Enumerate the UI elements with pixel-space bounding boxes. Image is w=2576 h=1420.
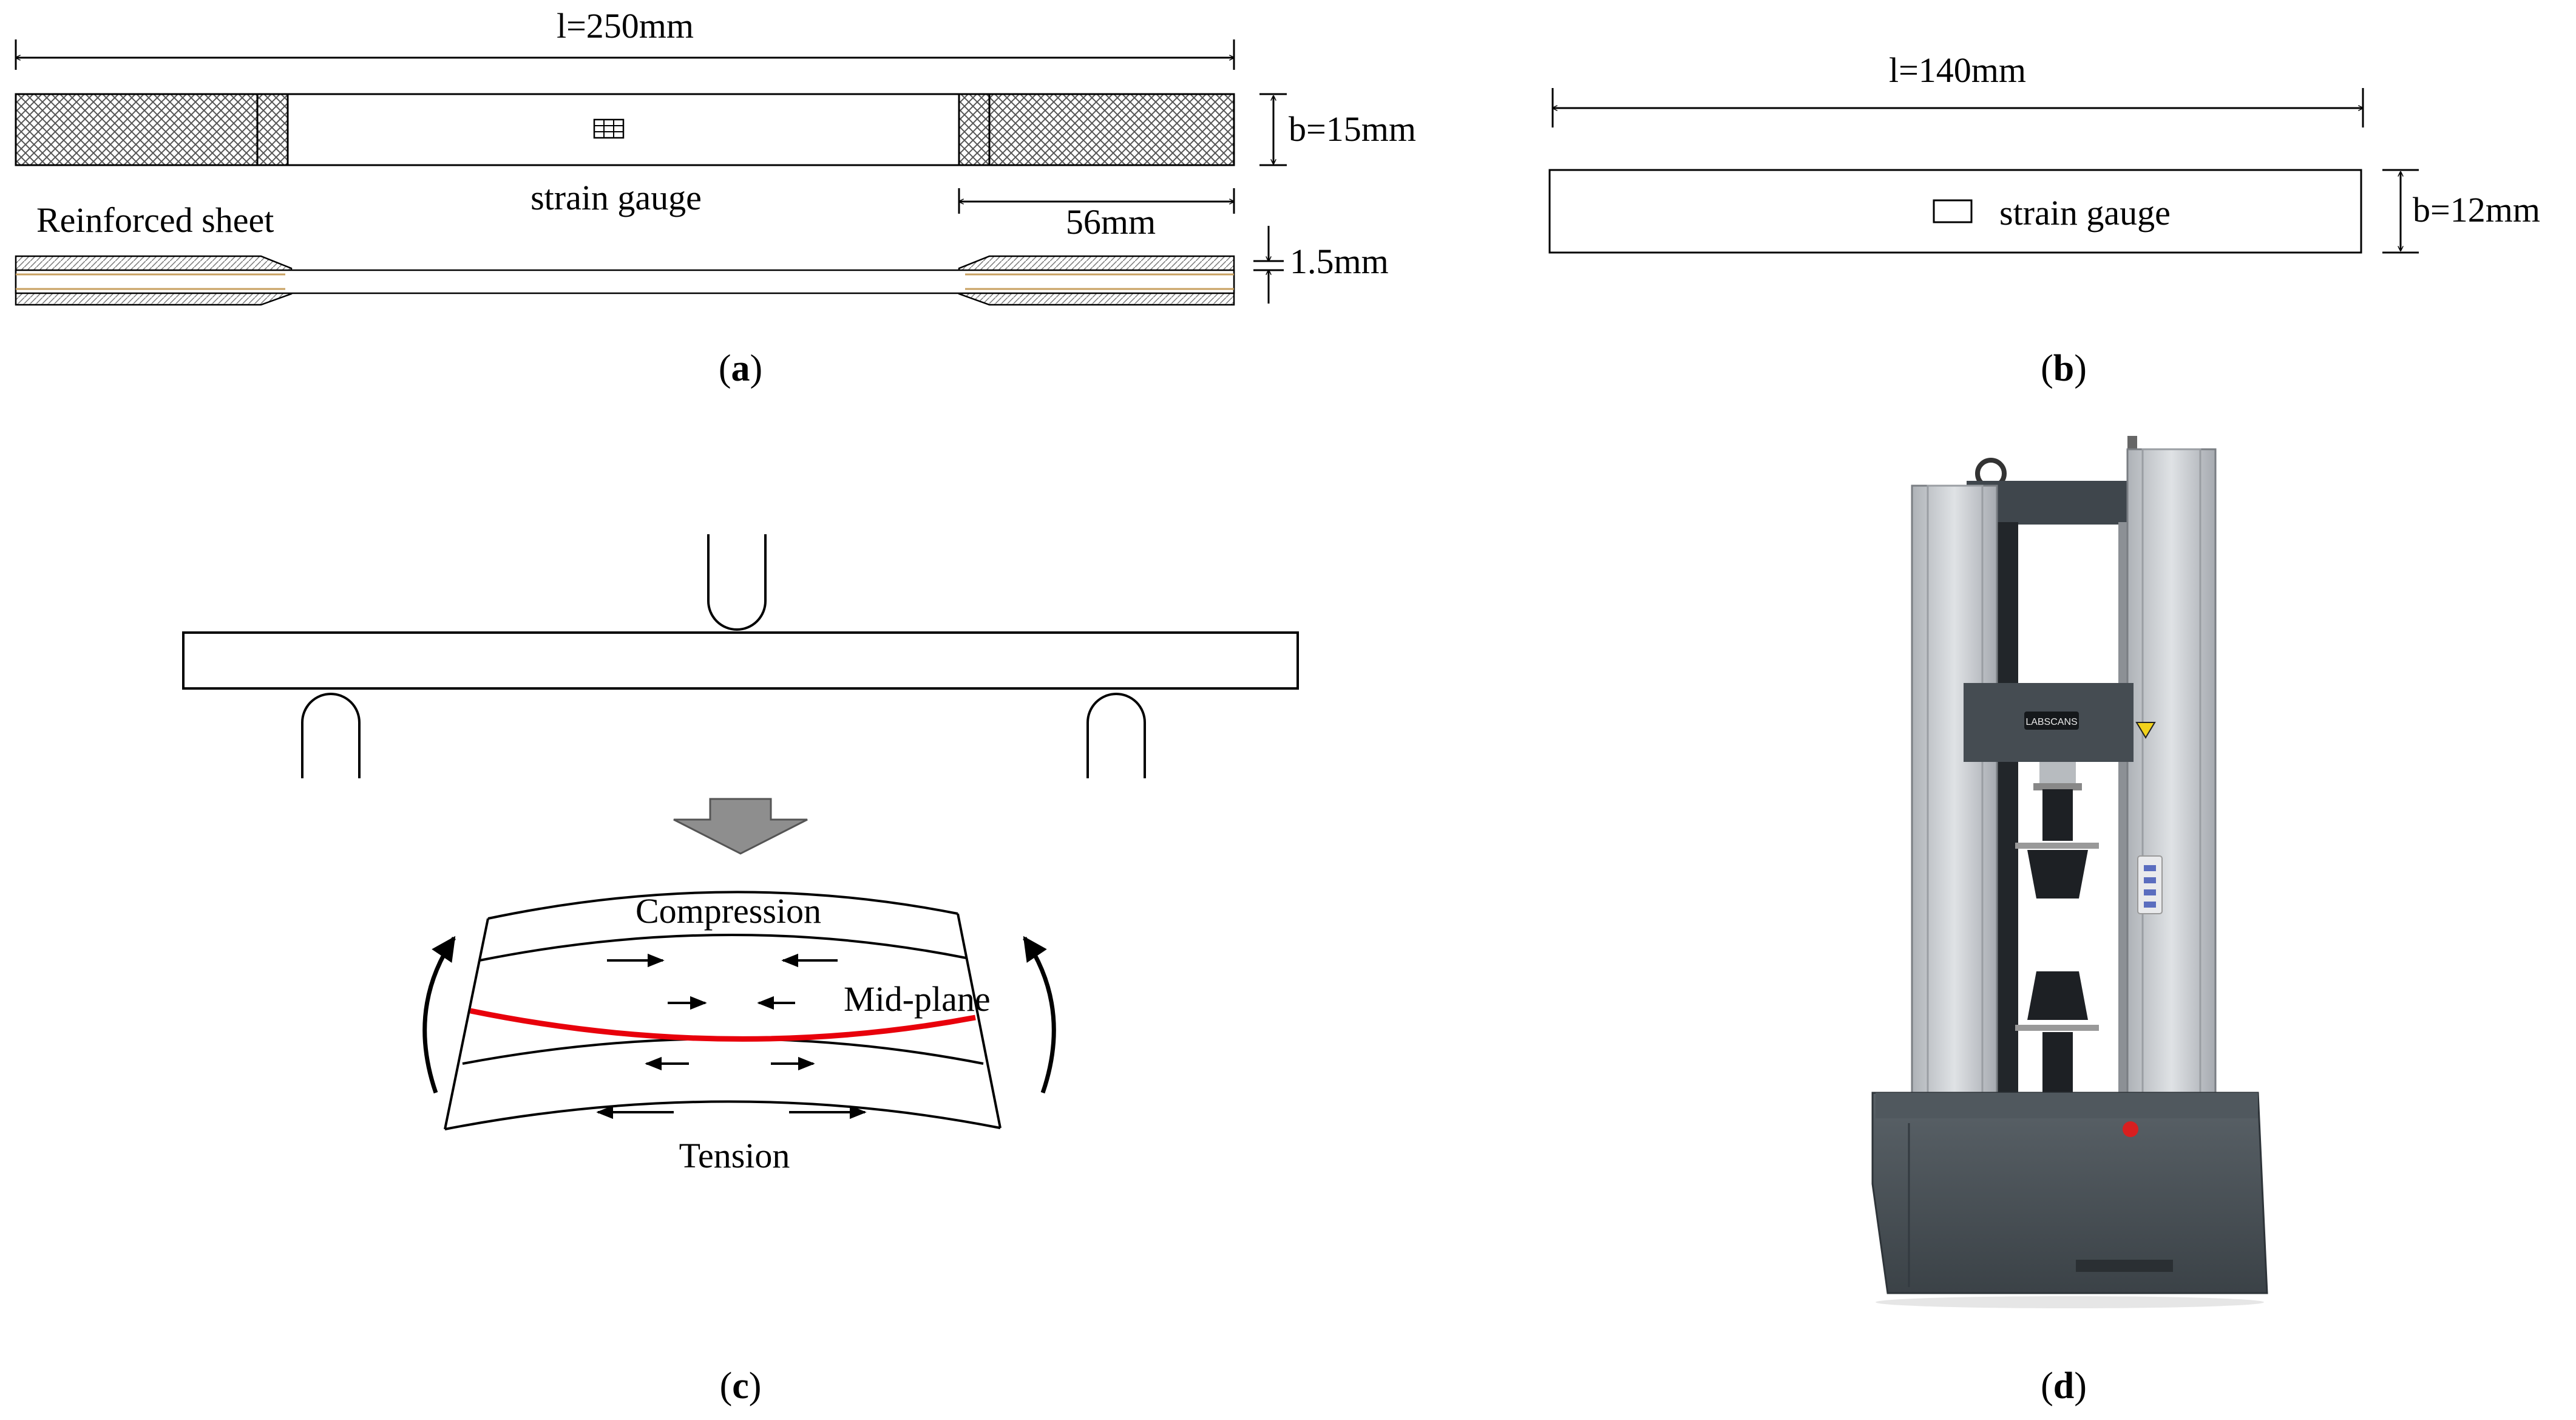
caption-a: (a) <box>719 348 762 389</box>
width-label: b=15mm <box>1289 109 1416 149</box>
panel-a-tensile-specimen: l=250mm b=15mm Reinforced sheet strain g… <box>15 6 1416 389</box>
left-column <box>1911 484 1998 1112</box>
deformation-arrow <box>673 798 808 855</box>
right-grip-tab-edge <box>958 93 991 166</box>
machine-base <box>1871 1092 2268 1294</box>
length-label: l=140mm <box>1889 50 2026 90</box>
reinforced-sheet-label: Reinforced sheet <box>36 200 274 240</box>
compression-label: Compression <box>636 891 821 931</box>
strain-gauge-icon <box>1933 199 1973 223</box>
lower-grip <box>2027 971 2088 1020</box>
panel-d-testing-machine-photo: LABSCANS (d) <box>1871 436 2268 1407</box>
panel-c-three-point-bending: Compression Mid-plane Tension (c) <box>182 534 1299 1407</box>
emergency-stop <box>2123 1121 2138 1137</box>
left-grip-tab <box>15 93 259 166</box>
tension-label: Tension <box>679 1136 790 1175</box>
length-label: l=250mm <box>557 6 694 46</box>
left-support <box>301 693 361 778</box>
caption-c: (c) <box>720 1365 762 1407</box>
upper-grip <box>2042 789 2073 841</box>
thickness-dimension <box>1253 226 1284 304</box>
thickness-label: 1.5mm <box>1290 242 1389 281</box>
strain-gauge-icon <box>593 118 625 139</box>
strain-gauge-label: strain gauge <box>1999 193 2171 233</box>
width-label: b=12mm <box>2413 190 2540 229</box>
caption-d: (d) <box>2041 1365 2087 1407</box>
right-support <box>1086 693 1146 778</box>
caption-b: (b) <box>2041 348 2087 389</box>
stress-arrows <box>596 953 867 1119</box>
right-grip-tab <box>988 93 1235 166</box>
right-column <box>2126 448 2217 1112</box>
left-grip-tab-edge <box>256 93 289 166</box>
svg-text:LABSCANS: LABSCANS <box>2025 717 2077 727</box>
loading-nose <box>707 534 767 631</box>
panel-b-bending-specimen: l=140mm strain gauge b=12mm (b) <box>1548 50 2540 389</box>
beam <box>182 631 1299 690</box>
tab-length-label: 56mm <box>1066 202 1156 242</box>
specimen-side-view <box>15 255 1235 306</box>
right-moment-arrow <box>1023 936 1056 1094</box>
midplane-line <box>470 1008 976 1042</box>
left-moment-arrow <box>422 936 456 1094</box>
strain-gauge-label: strain gauge <box>530 178 702 217</box>
machine-logo <box>2024 712 2079 730</box>
midplane-label: Mid-plane <box>844 979 991 1019</box>
